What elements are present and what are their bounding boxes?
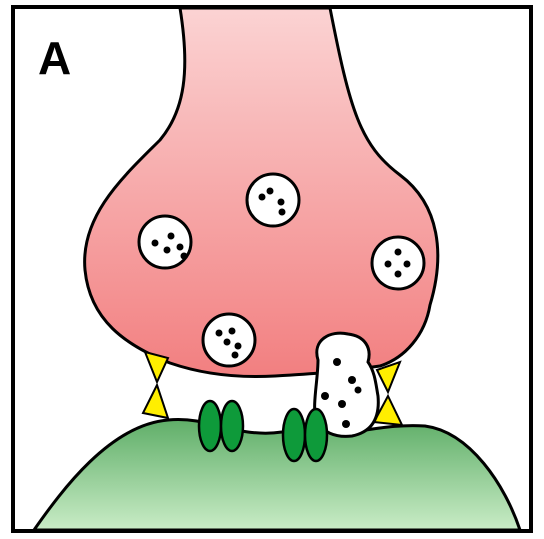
synaptic-vesicle: [203, 314, 255, 366]
synaptic-vesicle: [139, 216, 191, 268]
synaptic-vesicle: [372, 237, 424, 289]
panel-label: A: [38, 32, 71, 84]
synaptic-vesicle: [247, 174, 299, 226]
